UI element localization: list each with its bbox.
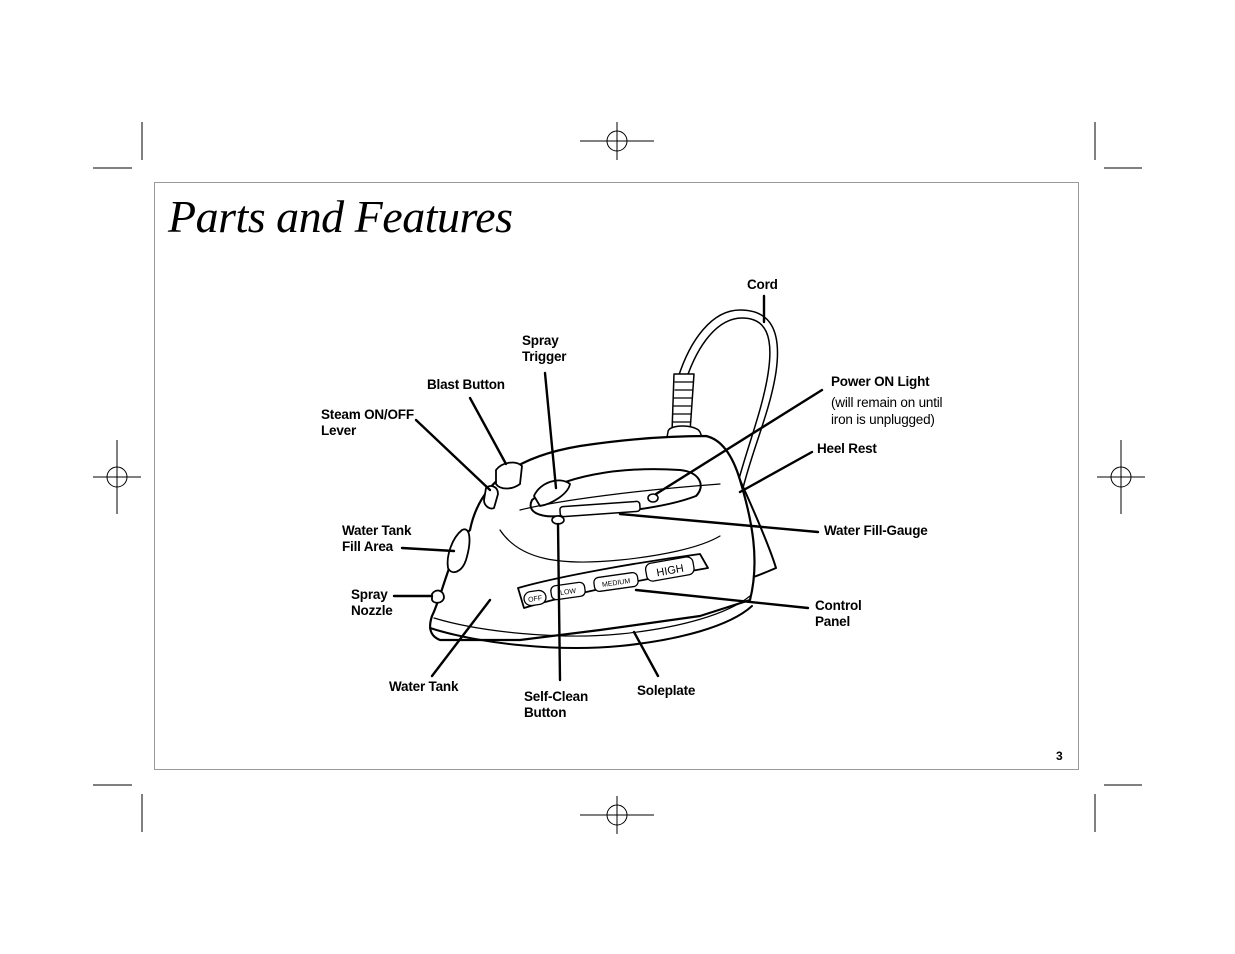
off-button: OFF — [523, 589, 547, 607]
leader-self-clean — [556, 522, 562, 682]
water-tank-fill-area-drawing — [446, 528, 471, 574]
self-clean-button-drawing — [551, 515, 565, 525]
label-spray-nozzle: Spray Nozzle — [351, 587, 393, 618]
label-spray-trigger: Spray Trigger — [522, 333, 567, 364]
soleplate-drawing — [429, 605, 753, 649]
registration-mark-left — [93, 440, 141, 514]
label-self-clean-button: Self-Clean Button — [524, 689, 589, 720]
label-control-panel: Control Panel — [815, 598, 862, 629]
steam-lever-drawing — [483, 485, 499, 510]
label-water-tank-fill-area: Water Tank Fill Area — [342, 523, 412, 554]
medium-button-label: MEDIUM — [602, 578, 631, 589]
water-fill-gauge-drawing — [559, 500, 641, 518]
registration-mark-right — [1097, 440, 1145, 514]
registration-mark-top — [580, 122, 654, 160]
leader-spray-trigger — [543, 371, 558, 490]
label-power-light: Power ON Light — [831, 374, 930, 389]
page-title: Parts and Features — [168, 191, 513, 242]
leader-control-panel — [634, 588, 810, 610]
spray-nozzle-drawing — [431, 589, 445, 604]
label-cord: Cord — [747, 277, 778, 292]
blast-button-drawing — [495, 461, 523, 490]
medium-button: MEDIUM — [593, 572, 639, 592]
low-button-label: LOW — [560, 588, 577, 597]
leader-water-tank — [430, 598, 492, 678]
leader-lines — [392, 294, 824, 682]
leader-water-fill-gauge — [618, 512, 820, 534]
high-button: HIGH — [644, 556, 695, 582]
leader-steam-lever — [414, 418, 492, 492]
leader-power-light — [654, 388, 824, 496]
leader-blast-button — [468, 396, 508, 466]
off-button-label: OFF — [528, 595, 543, 604]
label-soleplate: Soleplate — [637, 683, 696, 698]
high-button-label: HIGH — [656, 563, 685, 580]
label-water-fill-gauge: Water Fill-Gauge — [824, 523, 928, 538]
leader-heel-rest — [738, 450, 814, 494]
registration-mark-bottom — [580, 796, 654, 834]
iron-body-drawing — [429, 434, 756, 642]
page-frame — [154, 182, 1079, 770]
label-heel-rest: Heel Rest — [817, 441, 877, 456]
label-water-tank: Water Tank — [389, 679, 459, 694]
leader-soleplate — [632, 630, 660, 678]
page-number: 3 — [1056, 749, 1063, 763]
leader-water-tank-fill — [400, 546, 456, 553]
label-steam-lever: Steam ON/OFF Lever — [321, 407, 414, 438]
power-light-drawing — [647, 493, 659, 503]
power-light-note: (will remain on until iron is unplugged) — [831, 395, 943, 427]
label-blast-button: Blast Button — [427, 377, 505, 392]
